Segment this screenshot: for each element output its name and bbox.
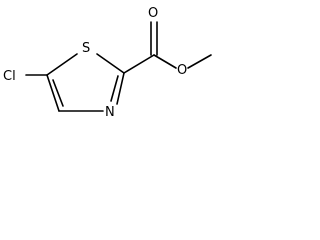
- structure-canvas: Cl S N O O: [0, 0, 225, 122]
- bond-n3-c2-inner: [110, 75, 119, 102]
- bond-s1-c2: [96, 53, 125, 74]
- bond-oester-methyl: [187, 54, 212, 69]
- bond-carbonyl-oester: [153, 54, 177, 69]
- atom-label-chlorine: Cl: [3, 69, 16, 84]
- bond-c5-c4-inner: [52, 79, 64, 107]
- atom-label-carbonyl-oxygen: O: [148, 6, 158, 21]
- bond-c5-s1: [46, 53, 78, 76]
- molecule-structure: Cl S N O O: [3, 6, 212, 120]
- atom-label-sulfur: S: [82, 41, 90, 56]
- atom-label-ester-oxygen: O: [177, 63, 187, 78]
- bond-c5-c4: [46, 74, 60, 112]
- bond-n3-c2: [116, 72, 125, 105]
- atom-label-nitrogen: N: [105, 105, 115, 120]
- bond-c2-carbonyl: [123, 54, 155, 74]
